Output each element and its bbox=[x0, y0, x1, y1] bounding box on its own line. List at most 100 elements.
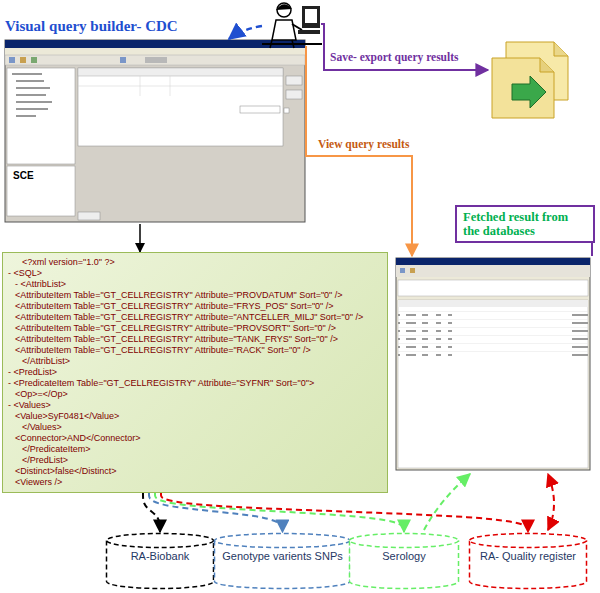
xml-line: - <Values> bbox=[8, 400, 382, 411]
window-title: Visual query builder- CDC bbox=[5, 18, 178, 35]
xml-line: - <PredList> bbox=[8, 367, 382, 378]
art-shape bbox=[7, 166, 75, 216]
art-shape bbox=[302, 6, 320, 28]
xml-line: - <AttribList> bbox=[8, 279, 382, 290]
pane-label: SCE bbox=[13, 170, 34, 181]
line-label: View query results bbox=[318, 138, 409, 150]
art-shape bbox=[286, 76, 302, 85]
xml-line: <Distinct>false</Distinct> bbox=[8, 466, 382, 477]
art-shape bbox=[305, 9, 317, 23]
art-shape bbox=[7, 68, 75, 164]
xml-line: <Value>SyF0481</Value> bbox=[8, 411, 382, 422]
database-link bbox=[143, 493, 160, 532]
art-shape bbox=[277, 3, 291, 17]
art-shape bbox=[20, 57, 26, 63]
art-shape bbox=[398, 280, 588, 296]
database-cylinder: RA-Biobank bbox=[105, 532, 215, 590]
user-icon bbox=[262, 3, 322, 48]
art-shape bbox=[78, 86, 283, 87]
art-shape bbox=[5, 55, 305, 65]
art-shape bbox=[292, 24, 302, 30]
art-shape bbox=[78, 212, 100, 220]
export-line bbox=[321, 24, 488, 70]
art-shape bbox=[140, 76, 141, 96]
art-shape bbox=[276, 4, 292, 10]
database-name: RA-Biobank bbox=[113, 550, 207, 563]
xml-line: <AttributeItem Table="GT_CELLREGISTRY" A… bbox=[8, 345, 382, 356]
database-link bbox=[161, 493, 528, 532]
art-shape bbox=[78, 68, 283, 146]
art-shape bbox=[396, 258, 590, 265]
documents-icon bbox=[492, 42, 568, 118]
xml-line: <AttributeItem Table="GT_CELLREGISTRY" A… bbox=[8, 301, 382, 312]
art-shape bbox=[398, 310, 588, 358]
art-shape bbox=[145, 57, 167, 63]
art-shape bbox=[78, 150, 283, 216]
art-shape bbox=[398, 300, 588, 468]
xml-query-box: <?xml version="1.0" ?>- <SQL>- <AttribLi… bbox=[2, 252, 388, 493]
xml-line: <Connector>AND</Connector> bbox=[8, 433, 382, 444]
database-cylinder: Genotype varients SNPs bbox=[213, 532, 351, 590]
database-name: Serology bbox=[356, 550, 452, 563]
xml-line: - <SQL> bbox=[8, 268, 382, 279]
art-shape bbox=[512, 76, 546, 108]
art-shape bbox=[120, 57, 126, 63]
art-shape bbox=[5, 48, 305, 55]
art-shape bbox=[400, 268, 405, 273]
xml-line: <AttributeItem Table="GT_CELLREGISTRY" A… bbox=[8, 312, 382, 323]
cylinder-top bbox=[470, 534, 587, 548]
result-note-box: Fetched result from the databases bbox=[455, 205, 595, 243]
serology-result-link bbox=[424, 474, 470, 530]
art-shape bbox=[270, 40, 294, 48]
cylinder-top bbox=[350, 534, 459, 548]
xml-line: <Op>=</Op> bbox=[8, 389, 382, 400]
xml-line: - <PredicateItem Table="GT_CELLREGISTRY"… bbox=[8, 378, 382, 389]
query-window: Visual query builder- CDC SCE bbox=[5, 18, 305, 224]
art-shape bbox=[170, 76, 171, 96]
query-window-screenshot bbox=[5, 40, 305, 222]
art-shape bbox=[540, 58, 554, 72]
xml-line: <Viewers /> bbox=[8, 477, 382, 488]
database-name: RA- Quality register bbox=[476, 550, 580, 563]
art-shape bbox=[5, 40, 305, 222]
xml-line: </PredList> bbox=[8, 455, 382, 466]
xml-line: <AttributeItem Table="GT_CELLREGISTRY" A… bbox=[8, 334, 382, 345]
xml-line: <?xml version="1.0" ?> bbox=[8, 257, 382, 268]
art-shape bbox=[272, 20, 296, 40]
line-label: Save- export query results bbox=[330, 51, 459, 63]
user-link bbox=[229, 26, 262, 39]
xml-line: <AttributeItem Table="GT_CELLREGISTRY" A… bbox=[8, 323, 382, 334]
cylinder-shape bbox=[350, 541, 459, 589]
view-line bbox=[306, 46, 412, 256]
database-cylinder: Serology bbox=[348, 532, 460, 590]
note-text: Fetched result from the databases bbox=[463, 210, 587, 238]
art-shape bbox=[31, 57, 37, 63]
art-shape bbox=[410, 268, 415, 273]
results-window-screenshot bbox=[396, 258, 590, 470]
flow-arrow bbox=[139, 224, 141, 252]
quality-result-link bbox=[548, 474, 554, 530]
xml-line: </PredicateItem> bbox=[8, 444, 382, 455]
xml-line: </Values> bbox=[8, 422, 382, 433]
xml-line: <AttributeItem Table="GT_CELLREGISTRY" A… bbox=[8, 290, 382, 301]
database-link bbox=[149, 493, 282, 532]
cylinder-shape bbox=[107, 541, 214, 589]
art-shape bbox=[286, 90, 302, 99]
cylinder-top bbox=[215, 534, 350, 548]
art-shape bbox=[396, 265, 590, 277]
art-shape bbox=[396, 258, 590, 470]
art-shape bbox=[554, 42, 568, 56]
database-cylinder: RA- Quality register bbox=[468, 532, 588, 590]
art-shape bbox=[240, 106, 280, 113]
database-name: Genotype varients SNPs bbox=[221, 550, 343, 563]
art-shape bbox=[5, 40, 305, 48]
art-shape bbox=[12, 74, 52, 116]
art-shape bbox=[284, 108, 289, 113]
xml-line: </AttribList> bbox=[8, 356, 382, 367]
art-shape bbox=[492, 58, 554, 118]
art-shape bbox=[398, 300, 588, 307]
art-shape bbox=[78, 68, 283, 76]
art-shape bbox=[298, 30, 320, 34]
art-shape bbox=[9, 57, 15, 63]
